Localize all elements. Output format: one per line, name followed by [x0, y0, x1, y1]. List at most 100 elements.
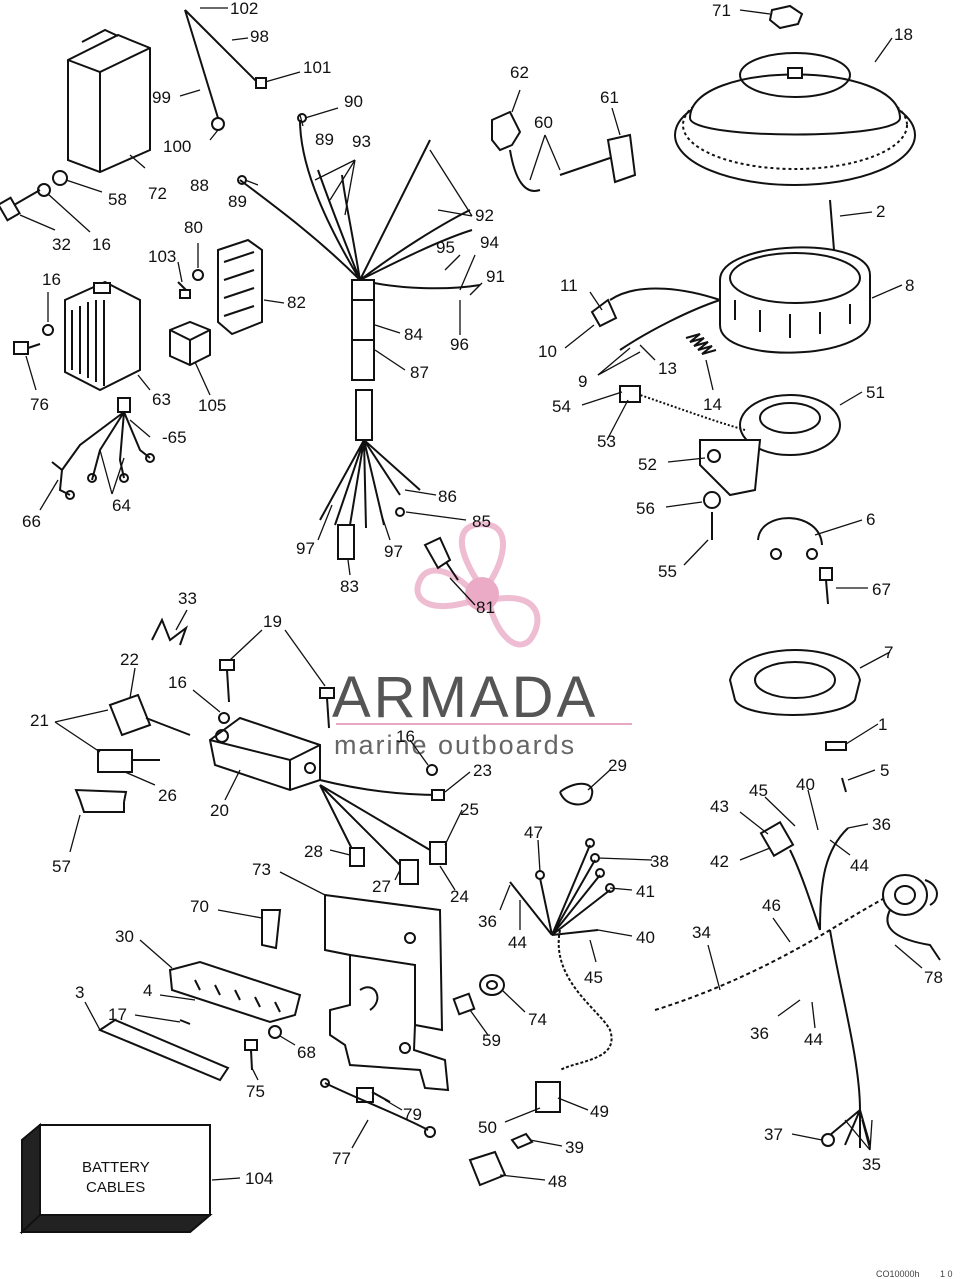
part-63-rectifier: [64, 280, 141, 392]
part-2-screw: [829, 199, 835, 251]
part-7-armature-plate: [728, 649, 862, 716]
part-58-washer: [52, 170, 68, 186]
part-70-clip: [261, 909, 282, 950]
callout-79: 79: [403, 1105, 422, 1124]
callout-16a: 16: [92, 235, 111, 254]
part-56-washer: [703, 491, 721, 509]
part-18-flywheel: [674, 52, 916, 186]
watermark-brand: ARMADA: [332, 665, 598, 730]
callout-40a: 40: [796, 775, 815, 794]
callout-70: 70: [190, 897, 209, 916]
part-71-nut: [768, 4, 804, 30]
part-32-bolt: [0, 189, 41, 222]
callout-96: 96: [450, 335, 469, 354]
callout-44b: 44: [508, 933, 527, 952]
part-105-relay: [169, 320, 211, 367]
callout-13: 13: [658, 359, 677, 378]
part-84-main-harness: [239, 119, 481, 560]
part-68-washer: [268, 1025, 282, 1039]
callout-98: 98: [250, 27, 269, 46]
callout-8: 8: [905, 276, 914, 295]
callout-44c: 44: [804, 1030, 823, 1049]
callout-labels: 102 98 99 100 101 72 58 32 16 89 90 93 8…: [22, 0, 943, 1191]
callout-94: 94: [480, 233, 499, 252]
callout-19: 19: [263, 612, 282, 631]
callout-72: 72: [148, 184, 167, 203]
part-16-washer: [37, 183, 51, 197]
callout-86: 86: [438, 487, 457, 506]
callout-38: 38: [650, 852, 669, 871]
part-88-terminal: [237, 175, 247, 185]
callout-21: 21: [30, 711, 49, 730]
callout-16b: 16: [42, 270, 61, 289]
callout-65: -65: [162, 428, 187, 447]
part-64-harness: [51, 397, 155, 500]
callout-101: 101: [303, 58, 331, 77]
part-16-washer-d: [426, 764, 438, 776]
part-81-sender: [423, 536, 459, 581]
callout-84: 84: [404, 325, 423, 344]
part-51-timer-base: [699, 394, 841, 497]
leader-lines: [19, 7, 923, 1181]
callout-49: 49: [590, 1102, 609, 1121]
part-67-screw: [819, 567, 833, 605]
footer-code: CO10000h: [876, 1269, 920, 1279]
callout-2: 2: [876, 202, 885, 221]
callout-40b: 40: [636, 928, 655, 947]
part-3-cover: [97, 1018, 230, 1082]
callout-97a: 97: [296, 539, 315, 558]
callout-7: 7: [884, 643, 893, 662]
callout-83: 83: [340, 577, 359, 596]
callout-97b: 97: [384, 542, 403, 561]
callout-28: 28: [304, 842, 323, 861]
callout-60: 60: [534, 113, 553, 132]
callout-88: 88: [190, 176, 209, 195]
callout-11: 11: [560, 276, 578, 295]
callout-77: 77: [332, 1149, 351, 1168]
part-17-screw: [179, 1019, 191, 1025]
callout-43: 43: [710, 797, 729, 816]
callout-44a: 44: [850, 856, 869, 875]
part-30-terminal-strip: [168, 960, 302, 1024]
battery-label-line2: CABLES: [86, 1179, 145, 1196]
callout-9: 9: [578, 372, 587, 391]
callout-22: 22: [120, 650, 139, 669]
callout-50: 50: [478, 1118, 497, 1137]
callout-92: 92: [475, 206, 494, 225]
callout-75: 75: [246, 1082, 265, 1101]
part-26-coil-boot: [97, 749, 160, 773]
part-14-spring: [685, 333, 717, 355]
callout-42: 42: [710, 852, 729, 871]
callout-4: 4: [143, 981, 152, 1000]
callout-14: 14: [703, 395, 722, 414]
part-19-screws: [219, 659, 335, 729]
part-6-retaining-ring: [757, 517, 823, 560]
callout-74: 74: [528, 1010, 547, 1029]
watermark-tagline: marine outboards: [334, 730, 576, 760]
callout-81: 81: [476, 598, 495, 617]
callout-56: 56: [636, 499, 655, 518]
battery-label-line1: BATTERY: [82, 1159, 150, 1176]
part-20-ignition-coil: [208, 716, 321, 792]
part-76-screw: [13, 341, 41, 355]
callout-105: 105: [198, 396, 226, 415]
callout-10: 10: [538, 342, 557, 361]
callout-35: 35: [862, 1155, 881, 1174]
callout-95: 95: [436, 238, 455, 257]
part-80-washer: [192, 269, 204, 281]
callout-89a: 89: [315, 130, 334, 149]
part-39-clip: [510, 1132, 534, 1150]
part-48-clamp: [468, 1150, 507, 1187]
part-16-washer-b: [42, 324, 54, 336]
callout-36c: 36: [750, 1024, 769, 1043]
callout-30: 30: [115, 927, 134, 946]
callout-32: 32: [52, 235, 71, 254]
part-57-clip: [74, 788, 128, 813]
callout-17: 17: [108, 1005, 127, 1024]
callout-68: 68: [297, 1043, 316, 1062]
callout-103: 103: [148, 247, 176, 266]
callout-36b: 36: [478, 912, 497, 931]
callout-85: 85: [472, 512, 491, 531]
callout-73: 73: [252, 860, 271, 879]
